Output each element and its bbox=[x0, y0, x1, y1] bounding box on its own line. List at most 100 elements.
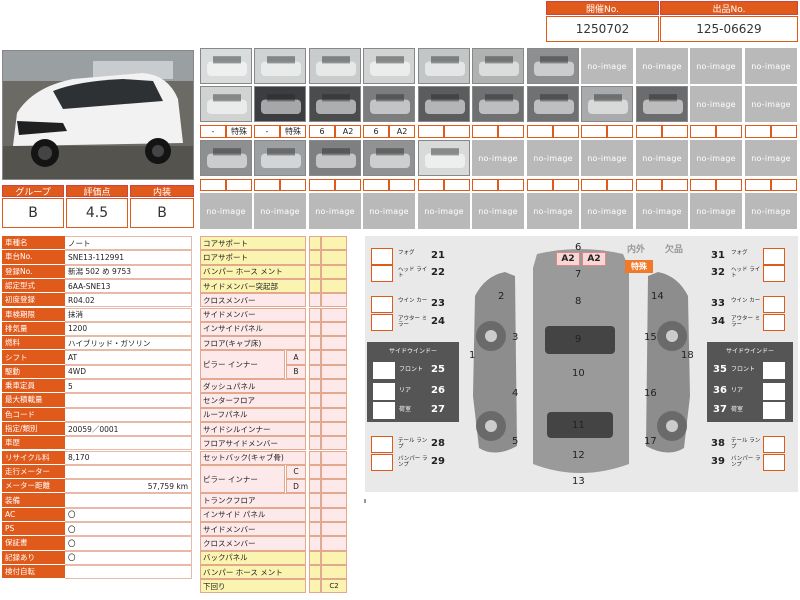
damage-slot-number: 21 bbox=[431, 250, 445, 261]
thumbnail-photo[interactable] bbox=[472, 86, 524, 122]
info-value: SNE13-112991 bbox=[65, 250, 192, 265]
damage-slot-box[interactable] bbox=[763, 265, 785, 282]
thumbnail-photo[interactable] bbox=[200, 86, 252, 122]
thumbnail-photo[interactable] bbox=[309, 86, 361, 122]
damage-slot-box[interactable] bbox=[763, 436, 785, 453]
info-row: 車歴 bbox=[2, 436, 192, 451]
frame-part-name: サイドメンバー bbox=[203, 524, 256, 534]
info-key: リサイクル料 bbox=[2, 450, 65, 465]
damage-slot-label: アウター ミラー bbox=[731, 316, 761, 328]
damage-slot-box[interactable] bbox=[371, 454, 393, 471]
frame-part-mark bbox=[321, 364, 347, 379]
side-window-slot-box[interactable] bbox=[763, 383, 785, 400]
damage-slot-box[interactable] bbox=[763, 314, 785, 331]
thumbnail-photo[interactable] bbox=[309, 140, 361, 176]
thumbnail-photo[interactable] bbox=[527, 86, 579, 122]
side-window-slot-box[interactable] bbox=[763, 402, 785, 419]
thumbnail-photo[interactable] bbox=[309, 48, 361, 84]
info-value: 〇 bbox=[65, 507, 192, 522]
frame-part-mark bbox=[309, 379, 321, 394]
body-part-number: 17 bbox=[644, 436, 657, 447]
no-image-placeholder: no-image bbox=[745, 193, 797, 229]
no-image-placeholder: no-image bbox=[200, 193, 252, 229]
info-row: 燃料ハイブリッド・ガソリン bbox=[2, 336, 192, 351]
thumbnail-photo[interactable] bbox=[418, 48, 470, 84]
info-value: 20059／0001 bbox=[65, 421, 192, 437]
info-key: 走行メーター bbox=[2, 464, 65, 480]
no-image-placeholder: no-image bbox=[636, 140, 688, 176]
frame-part-label: サイドメンバー突起部 bbox=[200, 278, 306, 294]
thumbnail-label-cells bbox=[636, 125, 688, 138]
thumbnail-photo[interactable] bbox=[472, 48, 524, 84]
thumbnail-photo[interactable] bbox=[200, 48, 252, 84]
frame-part-name: 下回り bbox=[203, 581, 226, 591]
thumbnail-photo[interactable] bbox=[418, 140, 470, 176]
frame-part-label: フロアサイドメンバー bbox=[200, 436, 306, 451]
damage-slot-box[interactable] bbox=[371, 296, 393, 313]
thumbnail-photo[interactable] bbox=[527, 48, 579, 84]
thumbnail-label: A2 bbox=[335, 125, 361, 138]
damage-slot-box[interactable] bbox=[371, 314, 393, 331]
frame-part-mark bbox=[321, 421, 347, 437]
thumbnail-photo[interactable] bbox=[363, 86, 415, 122]
frame-part-label: トランクフロア bbox=[200, 493, 306, 508]
thumbnail-photo[interactable] bbox=[636, 86, 688, 122]
info-value: AT bbox=[65, 350, 192, 365]
damage-slot-box[interactable] bbox=[371, 265, 393, 282]
damage-slot-box[interactable] bbox=[763, 248, 785, 265]
thumbnail-photo[interactable] bbox=[581, 86, 633, 122]
thumbnail-photo[interactable] bbox=[254, 86, 306, 122]
frame-part-mark bbox=[309, 436, 321, 451]
side-window-slot-box[interactable] bbox=[373, 402, 395, 419]
damage-mark-a2-left: A2 bbox=[556, 252, 580, 266]
damage-slot-box[interactable] bbox=[371, 248, 393, 265]
thumbnail-photo[interactable] bbox=[200, 140, 252, 176]
thumbnail-label: A2 bbox=[389, 125, 415, 138]
damage-slot-label: フォグ bbox=[731, 250, 748, 256]
info-value bbox=[65, 436, 192, 451]
frame-part-label: 下回り bbox=[200, 579, 306, 594]
thumbnail-label: 6 bbox=[309, 125, 335, 138]
side-window-slot-box[interactable] bbox=[373, 362, 395, 379]
body-part-number: 3 bbox=[512, 332, 519, 343]
frame-part-mark bbox=[309, 364, 321, 379]
thumbnail-photo[interactable] bbox=[363, 48, 415, 84]
frame-part-mark bbox=[321, 550, 347, 565]
thumbnail-photo[interactable] bbox=[363, 140, 415, 176]
info-key: 車種名 bbox=[2, 236, 65, 251]
side-window-slot-box[interactable] bbox=[763, 362, 785, 379]
no-image-placeholder: no-image bbox=[745, 48, 797, 84]
thumbnail-photo[interactable] bbox=[254, 48, 306, 84]
side-window-slot-label: リア bbox=[399, 387, 412, 394]
frame-part-mark bbox=[309, 579, 321, 594]
frame-part-mark bbox=[321, 564, 347, 580]
info-key: 検付自転 bbox=[2, 564, 65, 580]
info-row: 車種名ノート bbox=[2, 236, 192, 251]
frame-part-mark bbox=[309, 507, 321, 522]
side-window-slot-box[interactable] bbox=[373, 383, 395, 400]
frame-part-name: ピラー インナー bbox=[203, 360, 258, 370]
main-car-photo[interactable] bbox=[2, 50, 194, 180]
thumbnail-photo[interactable] bbox=[418, 86, 470, 122]
frame-part-mark bbox=[321, 479, 347, 494]
info-key: AC bbox=[2, 507, 65, 522]
frame-part-name: ロアサポート bbox=[203, 252, 248, 262]
damage-slot-box[interactable] bbox=[371, 436, 393, 453]
damage-slot-box[interactable] bbox=[763, 454, 785, 471]
frame-part-label: サイドシルインナー bbox=[200, 421, 306, 437]
damage-slot-box[interactable] bbox=[763, 296, 785, 313]
tokushu-badge: 特殊 bbox=[625, 260, 653, 273]
frame-part-name: ダッシュパネル bbox=[203, 381, 256, 391]
no-image-placeholder: no-image bbox=[581, 140, 633, 176]
body-part-number: 18 bbox=[681, 350, 694, 361]
info-key: 車検期限 bbox=[2, 307, 65, 322]
thumbnail-photo[interactable] bbox=[254, 140, 306, 176]
info-key: 燃料 bbox=[2, 336, 65, 351]
frame-part-name: バンパー ホース メント bbox=[203, 267, 283, 277]
frame-part-mark bbox=[309, 407, 321, 422]
frame-part-name: コアサポート bbox=[203, 238, 248, 248]
damage-slot-number: 24 bbox=[431, 316, 445, 327]
info-value: ノート bbox=[65, 236, 192, 251]
